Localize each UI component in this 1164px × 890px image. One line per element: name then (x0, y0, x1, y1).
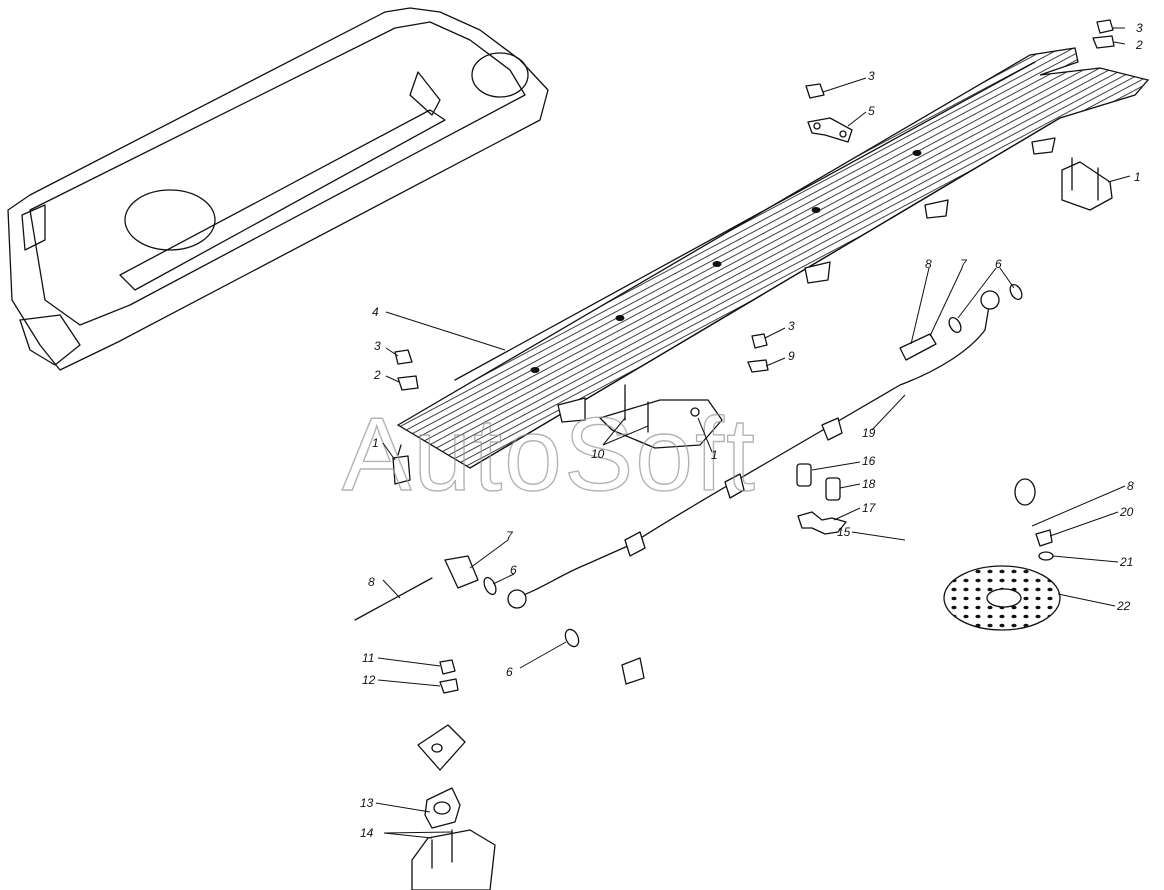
callout-13-gasket: 13 (360, 796, 374, 810)
callout-1-bracket: 1 (1134, 170, 1141, 184)
lock-washer-left (397, 375, 419, 391)
callout-4-baffle: 4 (372, 305, 379, 319)
callout-20-bolt: 20 (1119, 505, 1134, 519)
callout-18-sleeve: 18 (862, 477, 876, 491)
callout-17-clip: 17 (862, 501, 877, 515)
callout-8-wire-lower: 8 (368, 575, 375, 589)
callout-2-top-right-washer: 2 (1135, 38, 1143, 52)
sealing-ring-bottom (564, 628, 580, 648)
nut-upper (805, 83, 825, 99)
callout-12-washer: 12 (362, 673, 376, 687)
nut-center (751, 333, 768, 349)
watermark: AutoSoft (342, 397, 757, 513)
callout-21-washer: 21 (1119, 555, 1133, 569)
callout-9-washer: 9 (788, 349, 795, 363)
callout-2-left-washer: 2 (373, 368, 381, 382)
callout-7-union-lower: 7 (506, 529, 514, 543)
stud-left (392, 444, 411, 485)
baffle-plate (396, 47, 1150, 469)
callout-1-stud: 1 (372, 436, 379, 450)
callout-11-nut: 11 (362, 651, 374, 665)
callout-19-tube: 19 (862, 426, 876, 440)
callout-1-center-bracket: 1 (711, 448, 718, 462)
strainer-disc (943, 565, 1061, 631)
bracket-center (599, 384, 723, 449)
washer-center (747, 359, 769, 373)
sealing-ring-lower (483, 576, 497, 596)
callout-6-ring-lower: 6 (510, 563, 517, 577)
bracket-top-right (1061, 157, 1113, 211)
callout-3-upper-nut: 3 (868, 69, 875, 83)
washer-12 (439, 678, 459, 694)
clip-17 (797, 511, 847, 535)
union-fitting-upper (899, 333, 937, 361)
leader-lines (375, 27, 1131, 839)
callout-6-rings: 6 (995, 257, 1002, 271)
callout-5-lock-plate: 5 (868, 104, 875, 118)
nut-left (394, 349, 413, 365)
crankcase-housing (7, 7, 549, 371)
callouts: 3 2 3 5 1 8 7 6 4 3 9 3 2 1 10 1 19 16 1… (360, 21, 1143, 840)
callout-6-ring-bottom: 6 (506, 665, 513, 679)
lock-plate-upper (807, 117, 853, 143)
wire-8 (354, 577, 433, 621)
callout-14-studs: 14 (360, 826, 374, 840)
callout-8-wire: 8 (925, 257, 932, 271)
callout-10-studs: 10 (591, 447, 605, 461)
nut-11 (439, 659, 456, 675)
callout-8-wire-right: 8 (1127, 479, 1134, 493)
rubber-sleeves (796, 463, 841, 501)
gasket-13 (424, 787, 461, 829)
oil-tube (507, 290, 1000, 609)
callout-3-top-right-nut: 3 (1136, 21, 1143, 35)
callout-3-left-nut: 3 (374, 339, 381, 353)
callout-7-union: 7 (960, 257, 968, 271)
oil-pipe (417, 475, 1036, 771)
callout-3-center-nut: 3 (788, 319, 795, 333)
union-fitting-lower (444, 555, 479, 589)
nut-top-right (1096, 19, 1114, 34)
bolt-20-washer-21 (1035, 529, 1054, 561)
callout-15-pipe: 15 (837, 525, 851, 539)
flange-14 (411, 829, 496, 890)
callout-22-strainer: 22 (1116, 599, 1131, 613)
callout-16-sleeve: 16 (862, 454, 876, 468)
lock-washer-top-right (1092, 35, 1115, 49)
